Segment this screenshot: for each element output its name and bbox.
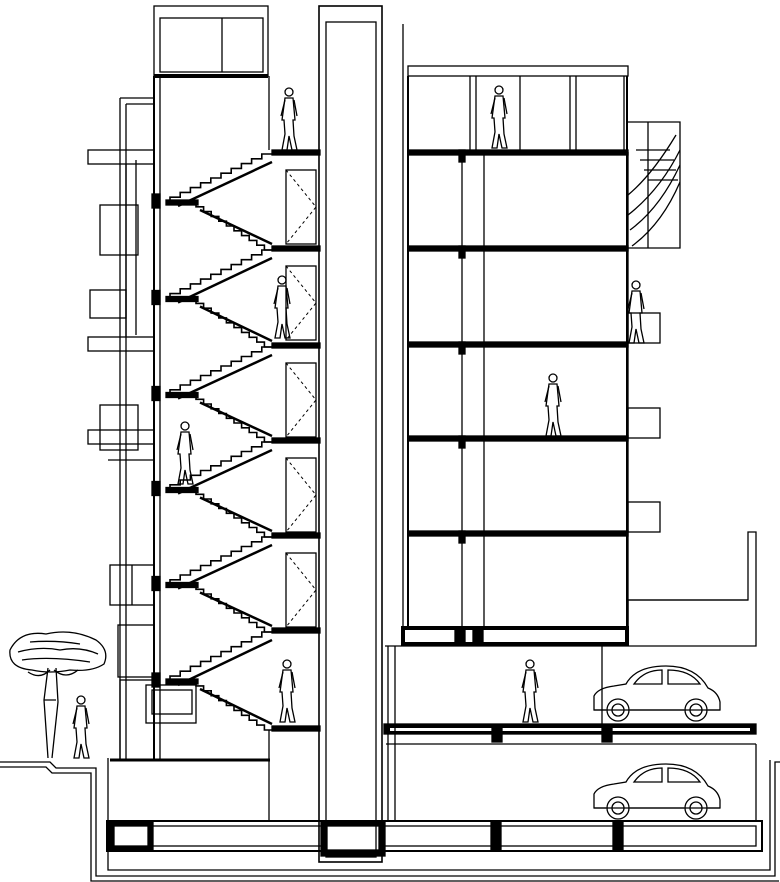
stair-landing-left-6	[165, 678, 199, 685]
figure-roof-stair	[280, 87, 298, 151]
stair-landing-left-4	[165, 486, 199, 494]
floor-slab-1	[407, 149, 629, 156]
stair-flight-upper-4	[169, 441, 272, 490]
stair-stringer-lower-2	[199, 305, 273, 343]
stair-landing-left-5	[165, 581, 199, 589]
stair-flights	[169, 153, 273, 731]
floor-slabs	[407, 149, 629, 544]
stair-stringer-upper-2	[177, 256, 273, 304]
figure-floor-4	[544, 373, 562, 437]
stair-stringer-lower-3	[199, 401, 273, 438]
stair-landing-right-7	[271, 725, 321, 732]
floor-slab-3	[407, 341, 629, 348]
door-swing-3	[285, 362, 317, 438]
stair-stringer-upper-5	[177, 543, 273, 590]
stair-door-1	[285, 169, 317, 245]
figure-street	[72, 695, 90, 759]
stair-wall-joint-4	[151, 480, 161, 497]
stair-flight-upper-3	[169, 346, 272, 395]
stair-landing-right-6	[271, 627, 321, 634]
stair-stringer-upper-4	[177, 448, 273, 495]
stair-stringer-upper-3	[177, 353, 273, 400]
stair-door-5	[285, 552, 317, 628]
stair-stringer-lower-4	[199, 496, 273, 533]
stair-door-2	[285, 265, 317, 341]
basement-slab	[106, 820, 763, 857]
left-facade	[87, 97, 270, 762]
stair-landings	[151, 149, 321, 732]
stair-wall-joint-5	[151, 575, 161, 592]
column-joint-2	[458, 245, 466, 259]
floor-slab-5	[407, 530, 629, 537]
stair-door-3	[285, 362, 317, 438]
stair-wall-joint-3	[151, 385, 161, 402]
stair-stringer-upper-1	[177, 160, 273, 208]
stair-landing-left-2	[165, 295, 199, 303]
stair-landing-right-2	[271, 245, 321, 252]
stair-landing-right-3	[271, 342, 321, 349]
right-block	[402, 24, 629, 628]
stair-landing-right-5	[271, 532, 321, 539]
stair-doors	[285, 169, 317, 628]
door-swing-4	[285, 457, 317, 533]
stair-flight-upper-6	[169, 631, 272, 681]
stair-landing-left-3	[165, 391, 199, 399]
stair-landing-right-4	[271, 437, 321, 444]
stair-flight-upper-1	[169, 153, 272, 202]
floor-slab-4	[407, 435, 629, 442]
column-joint-5	[458, 530, 466, 544]
stair-landing-left-1	[165, 199, 199, 206]
car-lower	[593, 763, 721, 820]
right-balconies	[627, 121, 681, 533]
stair-flight-upper-5	[169, 536, 272, 585]
figure-parking	[521, 659, 539, 723]
figure-balcony-right	[627, 280, 645, 344]
stair-wall-joint-2	[151, 289, 161, 306]
stair-roof-frame	[153, 5, 269, 78]
stair-stringer-lower-5	[199, 591, 273, 628]
stair-stringer-lower-1	[199, 208, 273, 246]
stair-door-4	[285, 457, 317, 533]
ground-line	[0, 758, 780, 882]
door-swing-5	[285, 552, 317, 628]
stair-landing-right-1	[271, 149, 321, 156]
floor-slab-2	[407, 245, 629, 252]
door-swing-1	[285, 169, 317, 245]
stair-wall-joint-6	[151, 672, 161, 688]
figure-stair-4	[176, 421, 194, 485]
stair-wall-joint-1	[151, 193, 161, 209]
figure-stair-6	[278, 659, 296, 723]
column-joint-1	[458, 149, 466, 163]
figure-roof-right	[490, 85, 508, 149]
figure-stair-3	[273, 275, 291, 339]
parking-levels	[383, 531, 757, 821]
column-joint-3	[458, 341, 466, 355]
tree	[9, 631, 107, 759]
car-upper	[593, 665, 721, 722]
stair-stringer-lower-6	[199, 687, 273, 726]
door-swing-2	[285, 265, 317, 341]
stair-stringer-upper-6	[177, 638, 273, 687]
elevator-shaft	[318, 5, 383, 863]
stair-flight-upper-2	[169, 249, 272, 299]
column-joint-4	[458, 435, 466, 449]
